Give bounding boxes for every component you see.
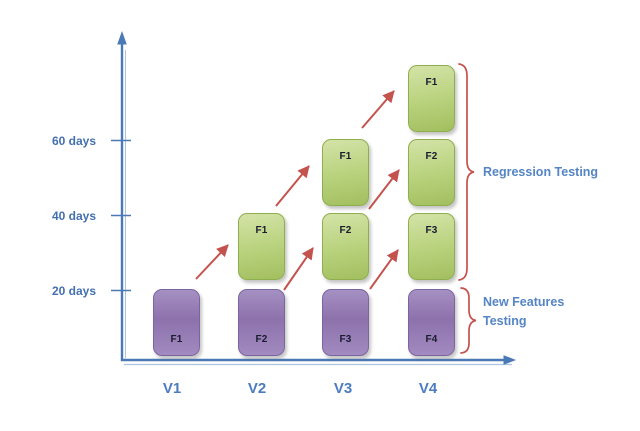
new-features-testing-label: New Features Testing — [483, 293, 564, 331]
feature-box-v4-f1: F1 — [408, 65, 455, 132]
arrow-v2f2-to-v3f2 — [283, 247, 314, 291]
feature-box-label: F1 — [170, 334, 183, 345]
y-axis-ticks — [111, 139, 131, 292]
version-label-v2: V2 — [247, 380, 267, 397]
new-features-brace — [460, 287, 477, 354]
regression-brace — [458, 63, 475, 281]
feature-box-v4-f3: F3 — [408, 213, 455, 280]
feature-box-v2-f1: F1 — [238, 213, 285, 280]
y-tick-60-days: 60 days — [51, 134, 96, 148]
braces — [458, 63, 477, 354]
arrow-v3f3-to-v4f3 — [369, 249, 399, 290]
x-axis-arrowhead — [503, 355, 516, 365]
feature-box-label: F1 — [339, 151, 352, 162]
feature-box-label: F3 — [425, 225, 438, 236]
feature-box-v4-f4: F4 — [408, 289, 455, 356]
axis-echo-lines — [124, 50, 512, 366]
arrow-v3f1-to-v4f1 — [361, 90, 395, 129]
y-axis — [117, 31, 127, 361]
feature-box-label: F2 — [339, 225, 352, 236]
feature-box-label: F3 — [339, 334, 352, 345]
y-tick-20-days: 20 days — [51, 284, 96, 298]
feature-box-v3-f2: F2 — [322, 213, 369, 280]
feature-box-v3-f3: F3 — [322, 289, 369, 356]
y-tick-40-days: 40 days — [51, 209, 96, 223]
new-features-testing-label-line1: New Features — [483, 295, 565, 309]
feature-box-label: F2 — [255, 334, 268, 345]
feature-box-v3-f1: F1 — [322, 139, 369, 206]
regression-testing-label: Regression Testing — [483, 165, 599, 179]
feature-box-label: F4 — [425, 334, 438, 345]
version-label-v1: V1 — [162, 380, 182, 397]
feature-box-v4-f2: F2 — [408, 139, 455, 206]
feature-box-label: F2 — [425, 151, 438, 162]
x-axis — [121, 355, 516, 365]
arrow-v2f1-to-v3f1 — [275, 165, 310, 207]
feature-box-v2-f2: F2 — [238, 289, 285, 356]
version-label-v4: V4 — [418, 380, 438, 397]
new-features-testing-label-line2: Testing — [483, 314, 527, 328]
arrow-v3f2-to-v4f2 — [368, 169, 400, 210]
feature-carryover-arrows — [195, 90, 400, 291]
y-axis-arrowhead — [117, 31, 127, 45]
feature-box-label: F1 — [255, 225, 268, 236]
feature-box-v1-f1: F1 — [153, 289, 200, 356]
feature-box-label: F1 — [425, 77, 438, 88]
arrow-v1f1-to-v2f1 — [195, 244, 229, 280]
version-label-v3: V3 — [333, 380, 353, 397]
